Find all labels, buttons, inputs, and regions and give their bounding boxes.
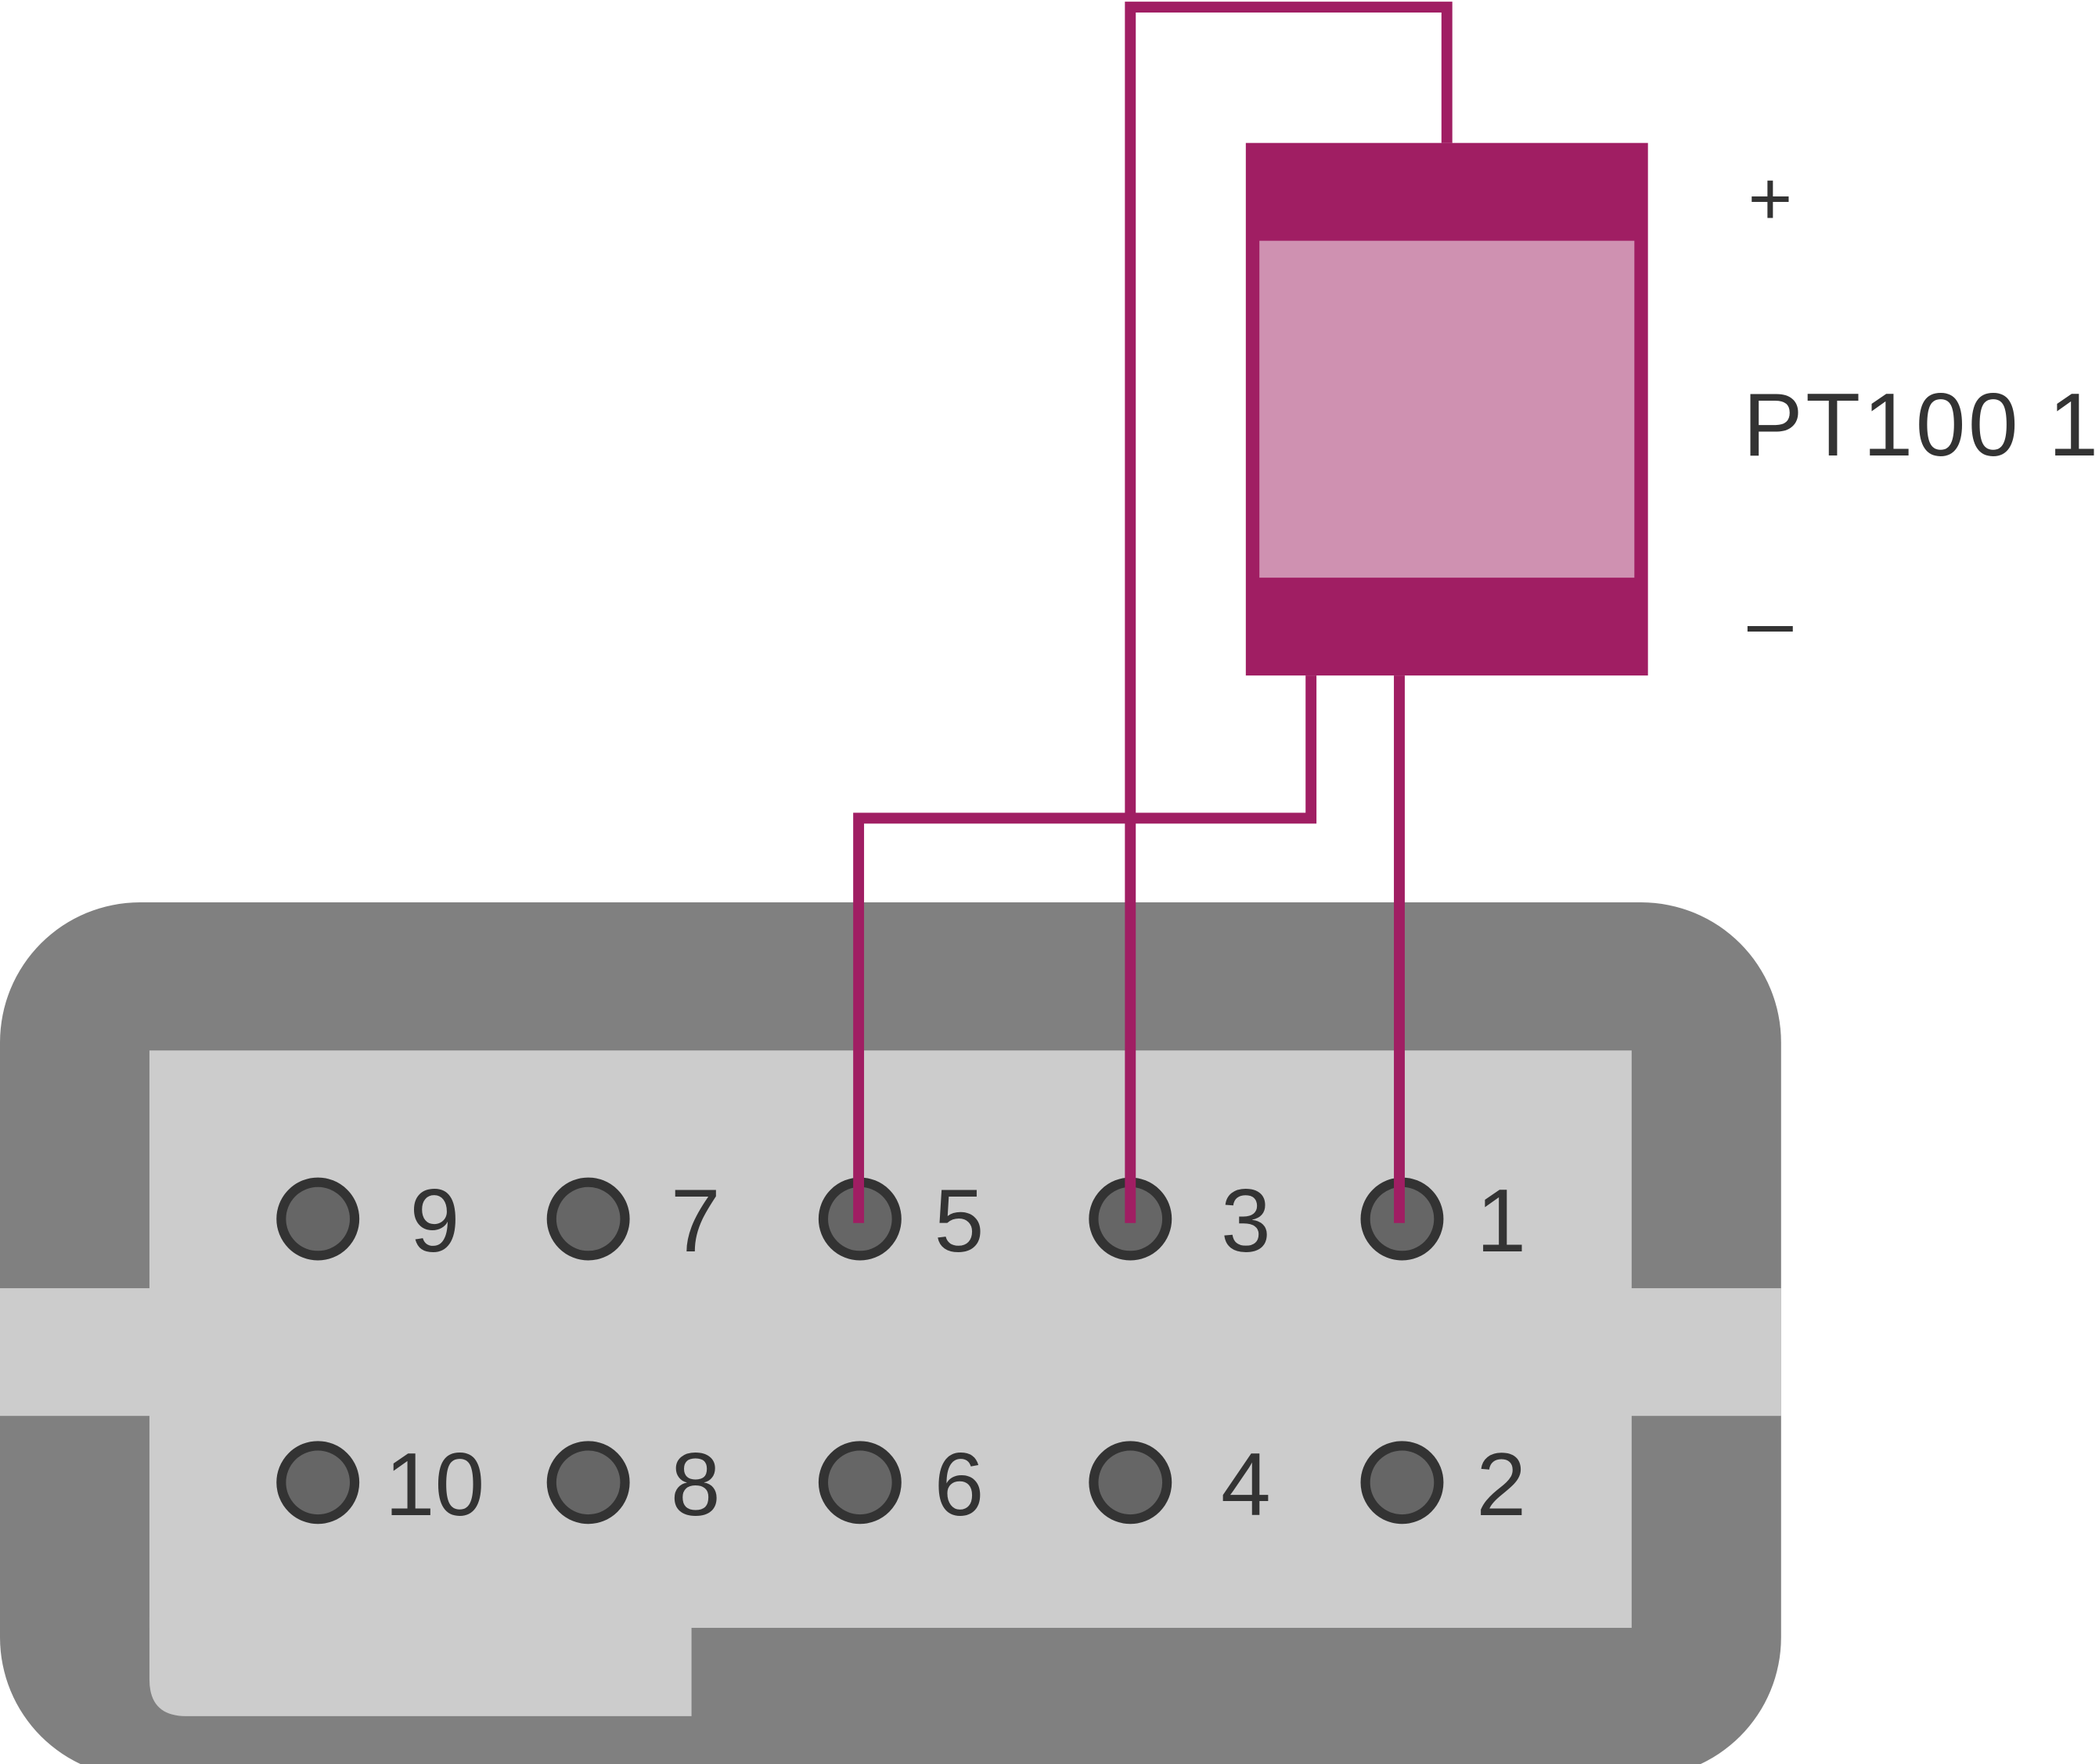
pin-label-5: 5: [934, 1171, 985, 1271]
pin-label-7: 7: [671, 1171, 721, 1271]
wires: [853, 2, 1453, 1223]
pin-8: [546, 1441, 630, 1525]
connector-key: [149, 1617, 692, 1716]
pin-9: [276, 1177, 360, 1261]
pin-label-6: 6: [934, 1435, 985, 1535]
plus-label: +: [1748, 156, 1793, 241]
pin-label-3: 3: [1221, 1171, 1271, 1271]
wire-plus-to-pin-3: [1125, 2, 1453, 1223]
pin-label-8: 8: [671, 1435, 721, 1535]
sensor-window: [1259, 240, 1635, 578]
pt100-sensor: + PT100 1 –: [1245, 142, 2099, 676]
pin-label-10: 10: [385, 1435, 484, 1535]
sensor-label: PT100 1: [1743, 375, 2099, 475]
pin-2: [1360, 1441, 1444, 1525]
pin-7: [546, 1177, 630, 1261]
pin-label-2: 2: [1476, 1435, 1526, 1535]
connector-slot: [0, 1288, 1781, 1417]
pin-label-1: 1: [1476, 1171, 1526, 1271]
pin-10: [276, 1441, 360, 1525]
minus-label: –: [1748, 577, 1793, 668]
connector: [0, 902, 1781, 1764]
wire-minus-to-pin-5: [853, 675, 1317, 1223]
pin-6: [818, 1441, 902, 1525]
pin-4: [1089, 1441, 1172, 1525]
pin-label-9: 9: [410, 1171, 460, 1271]
pin-label-4: 4: [1221, 1435, 1271, 1535]
